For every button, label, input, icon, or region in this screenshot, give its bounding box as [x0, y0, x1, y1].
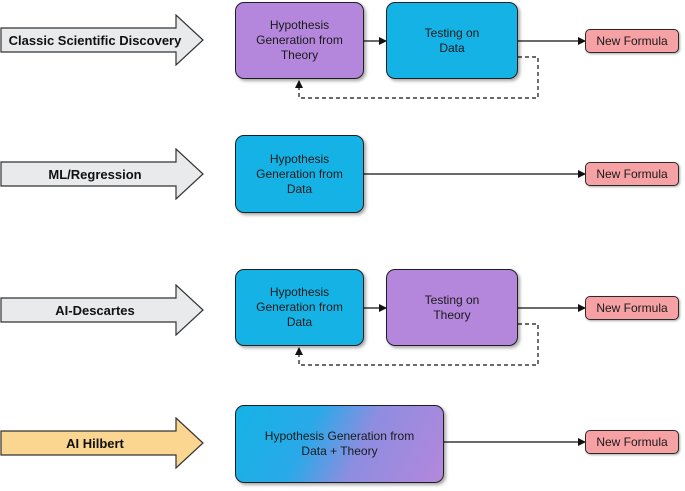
- row-label-ml: ML/Regression: [48, 166, 142, 182]
- block-arrow-shape: [0, 14, 204, 66]
- hypothesis-from-data-box-descartes: Hypothesis Generation from Data: [235, 269, 364, 346]
- row-label-classic: Classic Scientific Discovery: [8, 32, 182, 48]
- hypothesis-from-data-box-ml: Hypothesis Generation from Data: [235, 135, 364, 213]
- block-arrow-shape: [0, 284, 204, 336]
- block-arrow-shape: [0, 417, 204, 469]
- new-formula-box-2: New Formula: [585, 162, 679, 186]
- new-formula-box-1: New Formula: [585, 29, 679, 53]
- hypothesis-from-data-and-theory-box: Hypothesis Generation from Data + Theory: [235, 405, 444, 483]
- new-formula-box-3: New Formula: [585, 296, 679, 320]
- hypothesis-from-theory-box: Hypothesis Generation from Theory: [235, 2, 364, 79]
- row-label-arrow-ml: ML/Regression: [0, 148, 205, 200]
- row-label-arrow-descartes: AI-Descartes: [0, 284, 205, 336]
- new-formula-box-4: New Formula: [585, 430, 679, 454]
- block-arrow-shape: [0, 148, 204, 200]
- row-label-descartes: AI-Descartes: [55, 302, 135, 318]
- row-label-arrow-classic: Classic Scientific Discovery: [0, 14, 205, 66]
- testing-on-theory-box: Testing on Theory: [386, 269, 518, 346]
- row-label-hilbert: AI Hilbert: [66, 435, 124, 451]
- testing-on-data-box: Testing on Data: [386, 2, 518, 79]
- row-label-arrow-hilbert: AI Hilbert: [0, 417, 205, 469]
